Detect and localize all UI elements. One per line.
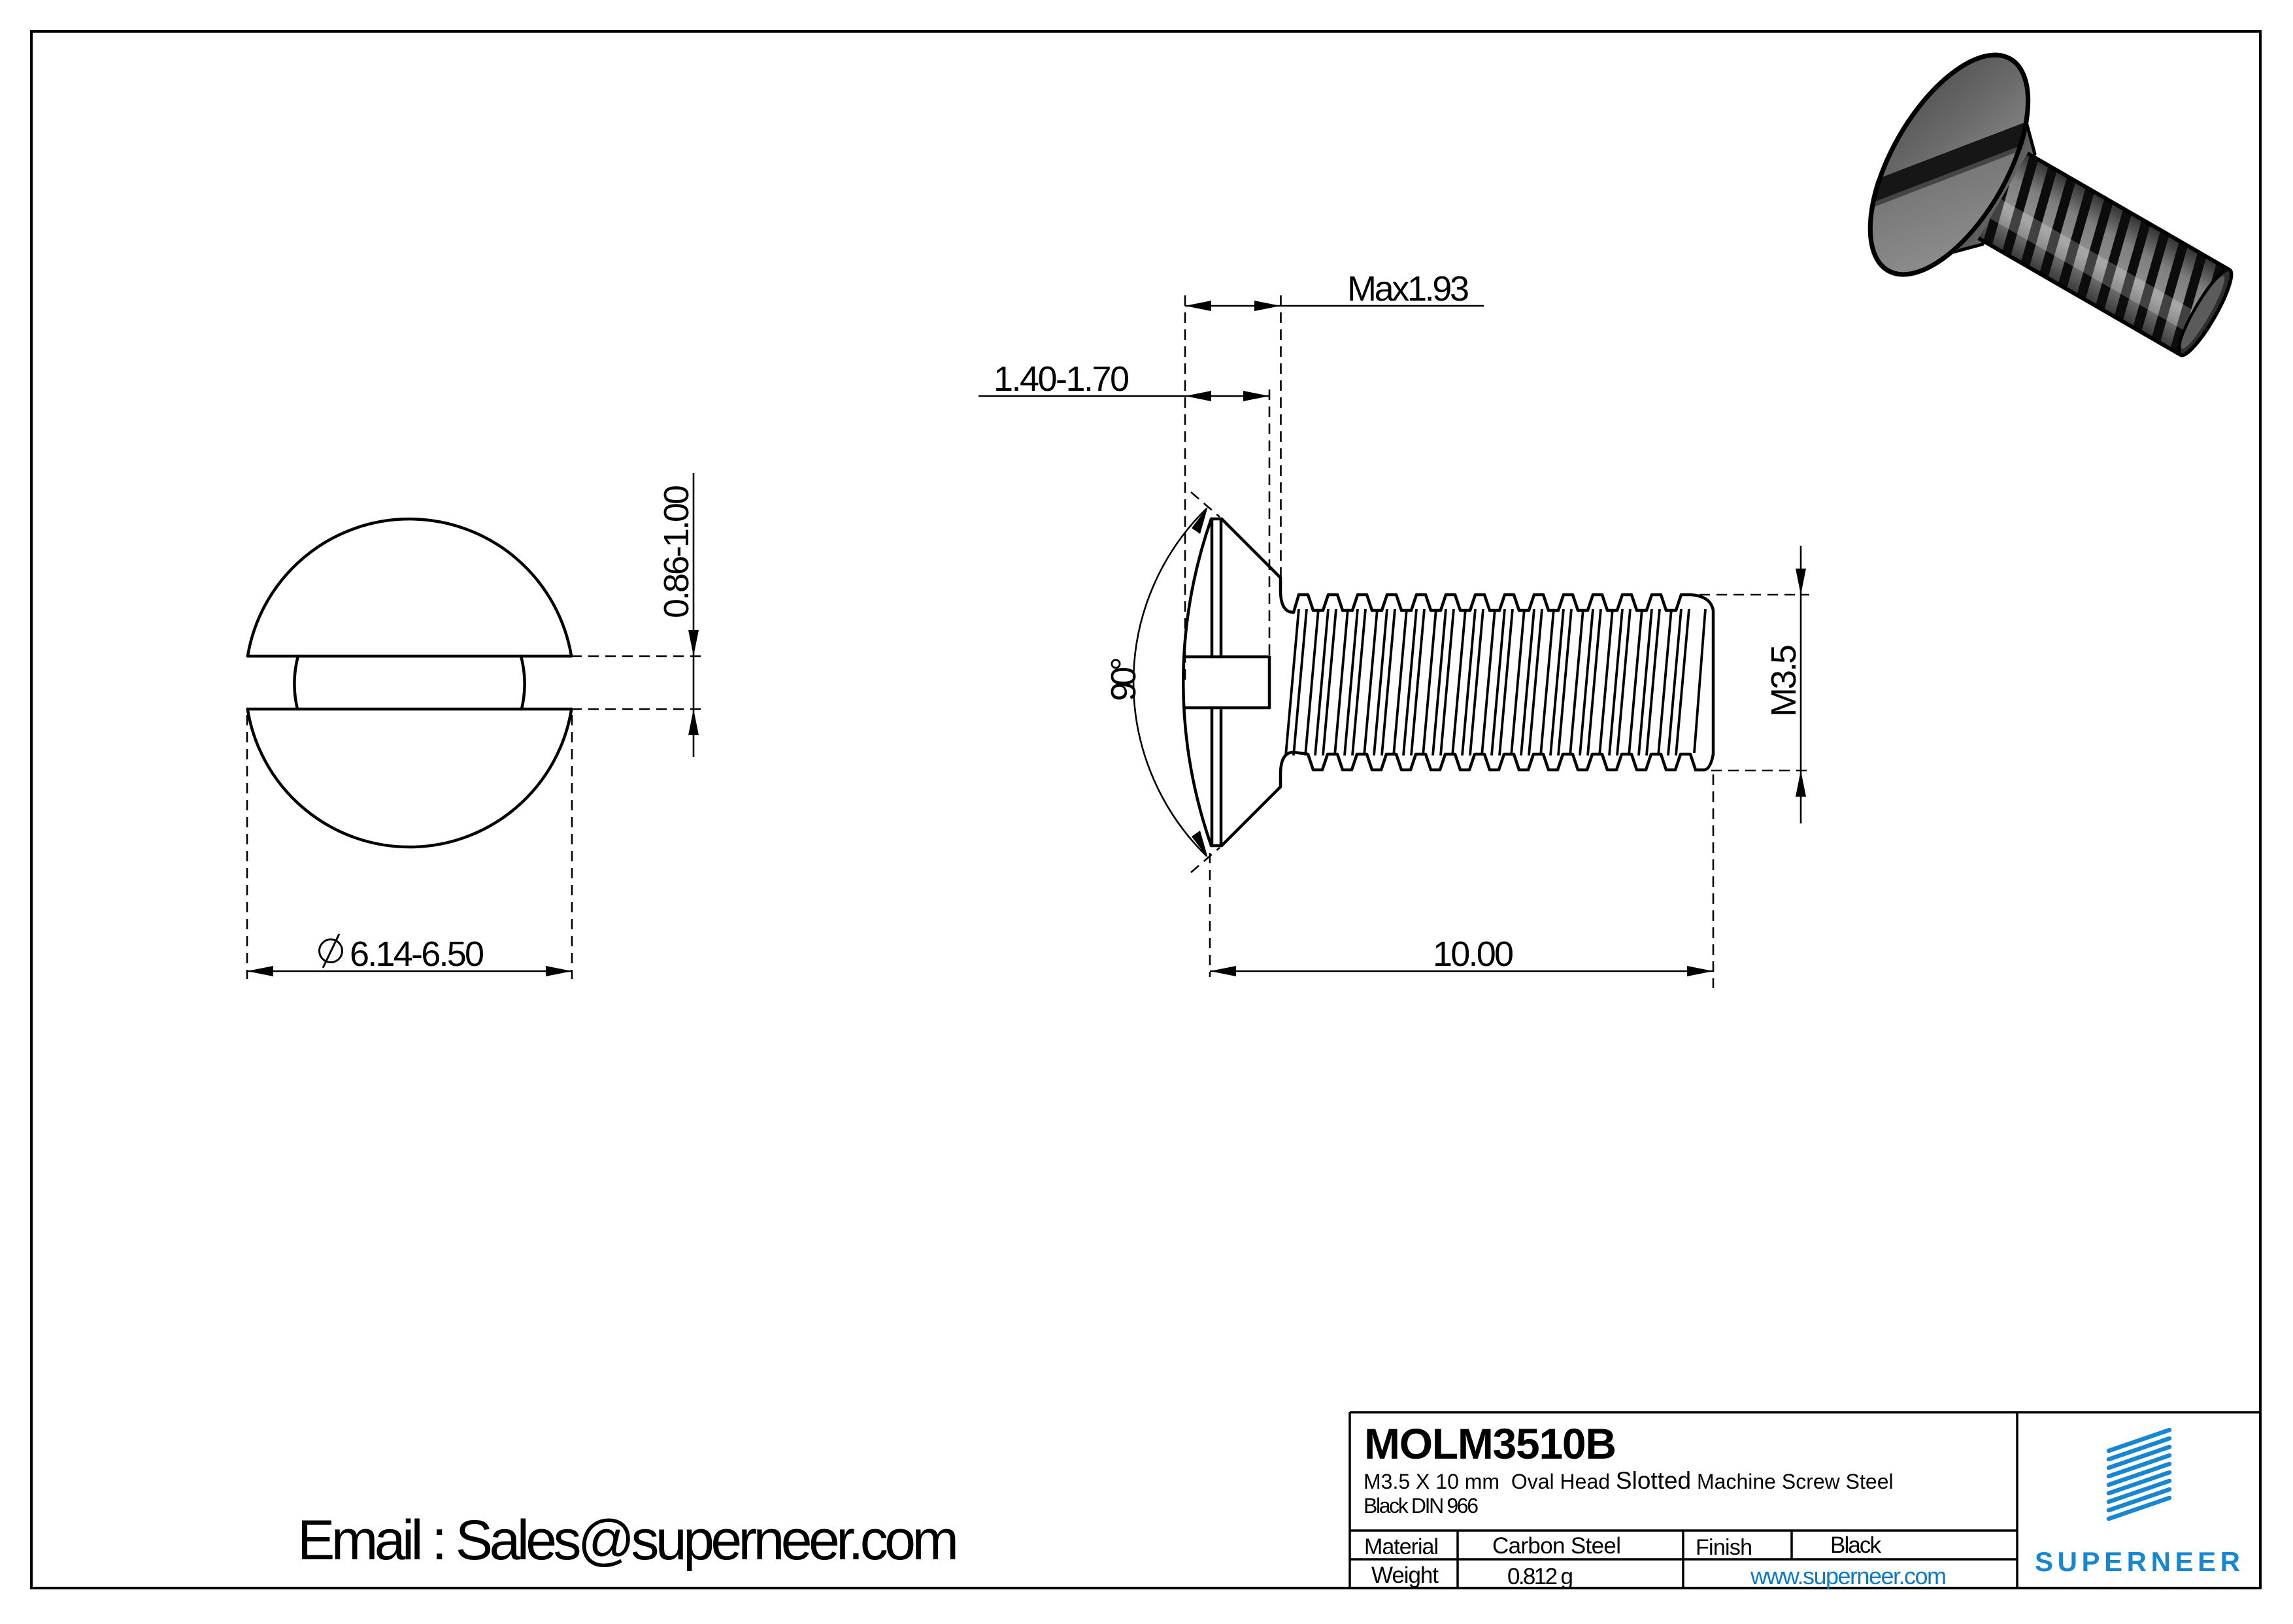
svg-text:MOLM3510B: MOLM3510B xyxy=(1364,1419,1616,1468)
svg-text:M3.5: M3.5 xyxy=(1764,644,1803,717)
svg-text:M3.5 X 10 mm Oval Head Slotte: M3.5 X 10 mm Oval Head Slotted Machine S… xyxy=(1364,1467,1894,1494)
svg-text:6.14-6.50: 6.14-6.50 xyxy=(350,935,484,974)
svg-text:SUPERNEER: SUPERNEER xyxy=(2035,1546,2240,1577)
svg-text:Black: Black xyxy=(1830,1533,1882,1558)
svg-text:www.superneer.com: www.superneer.com xyxy=(1750,1563,1947,1589)
svg-text:1.40-1.70: 1.40-1.70 xyxy=(994,359,1130,399)
svg-text:Material: Material xyxy=(1364,1534,1439,1559)
svg-text:90°: 90° xyxy=(1104,657,1143,701)
svg-text:Weight: Weight xyxy=(1371,1563,1439,1588)
svg-text:Email : Sales@superneer.com: Email : Sales@superneer.com xyxy=(297,1509,959,1572)
svg-text:Max1.93: Max1.93 xyxy=(1347,269,1469,308)
svg-text:Black DIN 966: Black DIN 966 xyxy=(1364,1494,1479,1517)
svg-text:0.86-1.00: 0.86-1.00 xyxy=(657,485,696,618)
svg-text:0.812 g: 0.812 g xyxy=(1507,1564,1573,1589)
svg-text:Carbon Steel: Carbon Steel xyxy=(1492,1533,1621,1559)
svg-text:Finish: Finish xyxy=(1696,1535,1752,1560)
svg-text:10.00: 10.00 xyxy=(1433,935,1514,974)
